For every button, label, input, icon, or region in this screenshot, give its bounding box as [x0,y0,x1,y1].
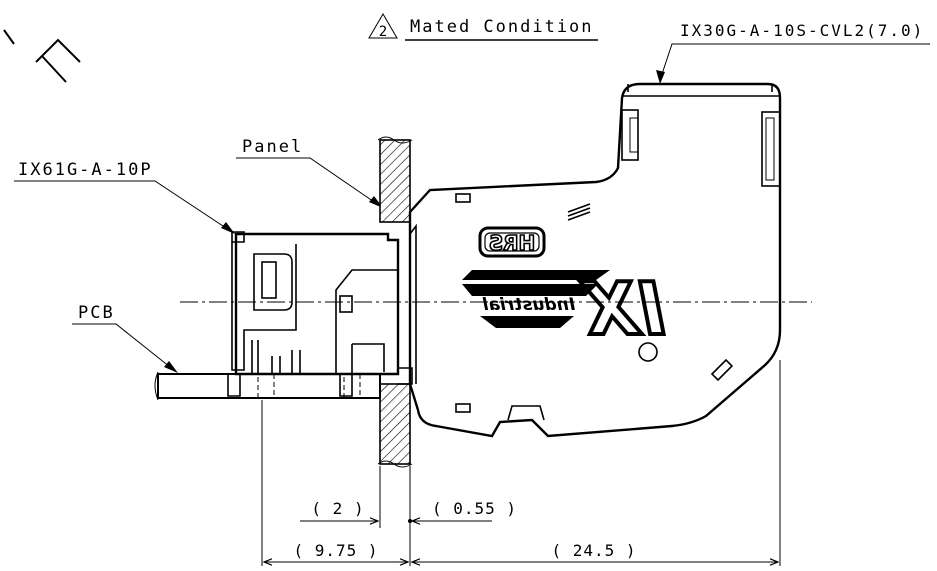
plug-label-group: IX30G-A-10S-CVL2(7.0) [656,21,930,84]
plug-upper-clip-inner [629,117,639,153]
plug-front-lip [409,223,417,384]
plug-side-clip [761,111,781,187]
receptacle-pin-2 [271,356,281,374]
plug-part-number: IX30G-A-10S-CVL2(7.0) [680,21,924,40]
plug-bottom-latch [507,405,545,421]
dim-0-55-value: ( 0.55 ) [432,499,517,518]
plug-upper-slot [455,193,471,203]
dim-0-55-point [408,519,412,523]
ix-logo-letters: IX [579,267,665,351]
hrs-logo: HRS [478,226,546,258]
ix-swoosh-stripe-top [462,270,610,280]
pcb-break [154,371,159,401]
revision-number: 2 [379,24,387,40]
pcb-label-group: PCB [72,303,178,373]
plug-cable-boot [627,84,773,92]
receptacle-connector [227,231,413,397]
receptacle-lock-window [261,261,277,299]
plug-lower-slot [455,403,471,413]
dimension-9-75: ( 9.75 ) [264,541,408,562]
panel-upper-wall [379,139,411,223]
receptacle-front-foot [227,374,241,397]
dimension-2: ( 2 ) [300,499,378,521]
dim-24-5-value: ( 24.5 ) [551,541,636,560]
plug-cover-outline [408,82,782,438]
receptacle-rear-foot [339,374,353,397]
dimension-0-55: ( 0.55 ) [408,499,517,523]
panel-cross-section [377,136,413,468]
panel-label-group: Panel [236,137,383,208]
pcb-leader-line [72,323,176,372]
receptacle-part-number: IX61G-A-10P [18,160,153,180]
panel-label: Panel [242,137,303,157]
receptacle-leader-arrow [221,222,235,234]
hrs-logo-badge-inner [484,232,540,252]
pcb-label: PCB [78,303,115,323]
plug-locator-hole [638,342,658,362]
watermark-stroke-1 [3,29,15,45]
pcb-board [154,371,381,401]
pcb-leader-arrow [164,361,178,373]
panel-break-top [377,136,413,144]
plug-leader-arrow [656,70,665,84]
revision-triangle [368,13,398,39]
dim-9-75-value: ( 9.75 ) [293,541,378,560]
panel-lower-wall [379,383,411,465]
dimension-24-5: ( 24.5 ) [412,541,778,562]
panel-leader-line [236,157,381,207]
plug-side-clip-inner [765,117,775,181]
receptacle-side-clip [339,295,353,313]
ix-swoosh-stripe-bottom [480,316,574,328]
plug-connector [408,82,782,438]
ix-industrial-logo: Industrial IX [462,265,667,353]
industrial-wordmark: Industrial [482,295,576,315]
dim-2-value: ( 2 ) [311,499,364,518]
hrs-logo-badge [478,226,546,258]
title-block: 2 Mated Condition [368,13,598,41]
receptacle-label-group: IX61G-A-10P [14,160,235,234]
receptacle-lock-frame [253,253,293,311]
ix-swoosh-stripe-middle [462,284,598,296]
plug-leader-line [659,43,930,81]
receptacle-panel-tab [398,367,413,385]
receptacle-shell [234,232,400,376]
extension-lines [261,360,781,566]
plug-grip-ridge [567,203,591,221]
plug-lower-vent [710,358,734,382]
receptacle-top-latch [231,231,245,243]
receptacle-mating-face [351,343,385,374]
pcb-board-outline [157,373,381,399]
receptacle-front-shell [231,242,297,371]
watermark-fragment [3,29,81,83]
receptacle-inner-housing [335,269,398,374]
receptacle-pin-3 [291,350,301,374]
receptacle-leader-line [14,180,233,233]
panel-break-bottom [377,460,413,468]
receptacle-pin-1 [251,340,259,374]
hrs-logo-text: HRS [489,231,536,255]
watermark-stroke-2 [35,38,81,83]
drawing-title: Mated Condition [410,17,594,37]
